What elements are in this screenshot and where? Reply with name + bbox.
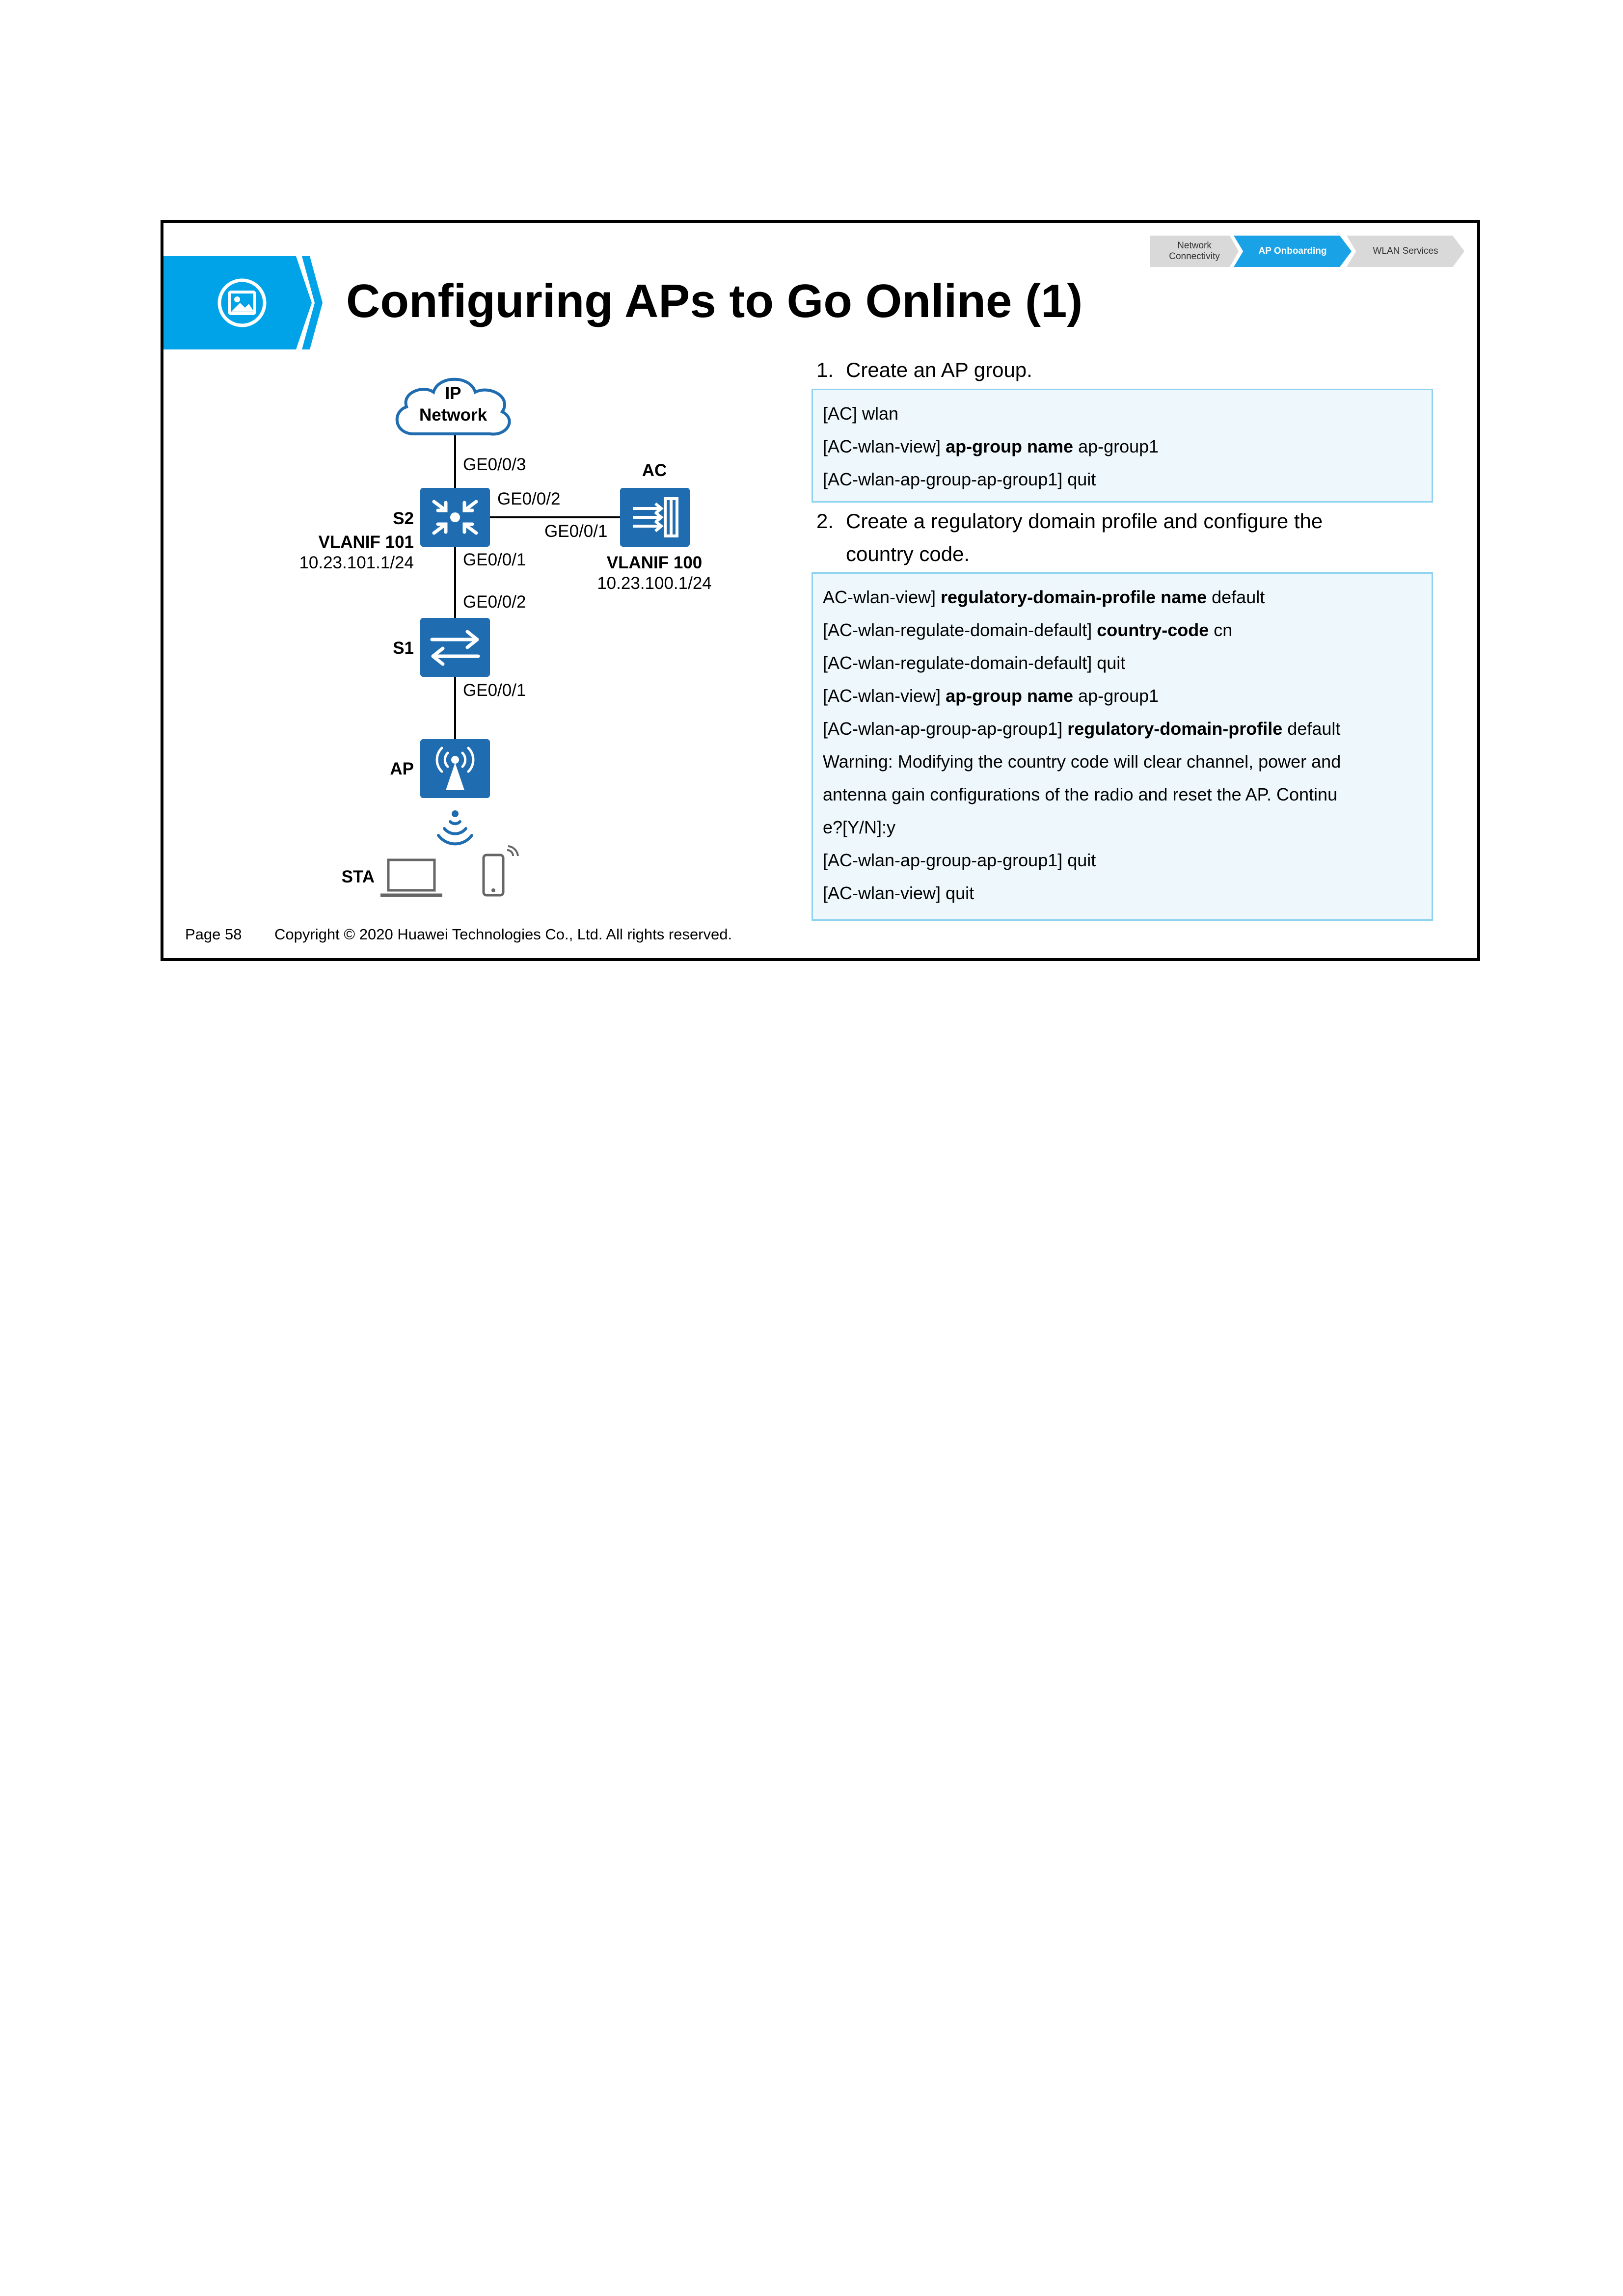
header-band (163, 256, 323, 349)
breadcrumb-label: Network Connectivity (1169, 240, 1220, 262)
ap-name: AP (390, 759, 414, 778)
port-label: GE0/0/2 (463, 592, 526, 612)
code-line: [AC] wlan (823, 403, 899, 424)
step-number: 2. (816, 509, 834, 533)
breadcrumb-network-connectivity[interactable]: Network Connectivity (1150, 236, 1239, 267)
wifi-signal-icon (437, 810, 473, 846)
step-2: 2. Create a regulatory domain profile and… (816, 505, 1323, 570)
image-icon (217, 278, 267, 327)
step-1: 1. Create an AP group. (816, 353, 1032, 386)
code-line: AC-wlan-view] regulatory-domain-profile … (823, 587, 1265, 607)
s2-ip: 10.23.101.1/24 (299, 553, 414, 572)
step-text: country code. (846, 542, 970, 565)
port-label: GE0/0/2 (497, 489, 561, 508)
code-line: [AC-wlan-ap-group-ap-group1] quit (823, 469, 1096, 489)
step-number: 1. (816, 358, 834, 381)
page-number: Page 58 (185, 926, 242, 943)
code-block-1: [AC] wlan [AC-wlan-view] ap-group name a… (812, 389, 1433, 503)
sta-name: STA (341, 867, 375, 886)
port-label: GE0/0/1 (544, 522, 608, 541)
ac-name: AC (642, 461, 667, 480)
breadcrumb-ap-onboarding[interactable]: AP Onboarding (1234, 236, 1352, 267)
laptop-icon (380, 858, 442, 897)
s1-switch-icon[interactable] (420, 618, 490, 677)
ac-controller-icon[interactable] (620, 488, 690, 547)
copyright-text: Copyright © 2020 Huawei Technologies Co.… (274, 926, 732, 943)
code-line: antenna gain configurations of the radio… (823, 784, 1338, 804)
s1-name: S1 (393, 639, 414, 658)
code-line: [AC-wlan-regulate-domain-default] countr… (823, 620, 1233, 640)
s2-name: S2 (393, 509, 414, 528)
code-line: e?[Y/N]:y (823, 817, 896, 837)
step-text: Create a regulatory domain profile and c… (846, 509, 1323, 533)
code-line: [AC-wlan-view] ap-group name ap-group1 (823, 686, 1159, 706)
slide: Network Connectivity AP Onboarding WLAN … (161, 220, 1480, 961)
ip-network-cloud (395, 377, 511, 436)
s2-switch-icon[interactable] (420, 488, 490, 547)
ac-vlanif: VLANIF 100 (606, 553, 703, 572)
s2-vlanif: VLANIF 101 (318, 533, 414, 552)
code-line: [AC-wlan-view] quit (823, 883, 974, 903)
code-line: [AC-wlan-view] ap-group name ap-group1 (823, 436, 1159, 456)
code-block-2: AC-wlan-view] regulatory-domain-profile … (812, 572, 1433, 921)
phone-icon (482, 845, 519, 897)
page-title: Configuring APs to Go Online (1) (346, 275, 1083, 327)
ac-ip: 10.23.100.1/24 (597, 574, 712, 593)
port-label: GE0/0/3 (463, 455, 526, 474)
code-line: Warning: Modifying the country code will… (823, 751, 1341, 772)
code-line: [AC-wlan-ap-group-ap-group1] quit (823, 850, 1096, 870)
breadcrumb-label: AP Onboarding (1258, 246, 1327, 256)
code-line: [AC-wlan-ap-group-ap-group1] regulatory-… (823, 719, 1341, 739)
port-label: GE0/0/1 (463, 681, 526, 700)
port-label: GE0/0/1 (463, 550, 526, 569)
breadcrumb-wlan-services[interactable]: WLAN Services (1347, 236, 1464, 267)
step-text: Create an AP group. (846, 358, 1032, 381)
code-line: [AC-wlan-regulate-domain-default] quit (823, 653, 1126, 673)
ap-icon[interactable] (420, 739, 490, 798)
cloud-label: IP Network (419, 384, 487, 425)
breadcrumb-label: WLAN Services (1373, 246, 1438, 256)
